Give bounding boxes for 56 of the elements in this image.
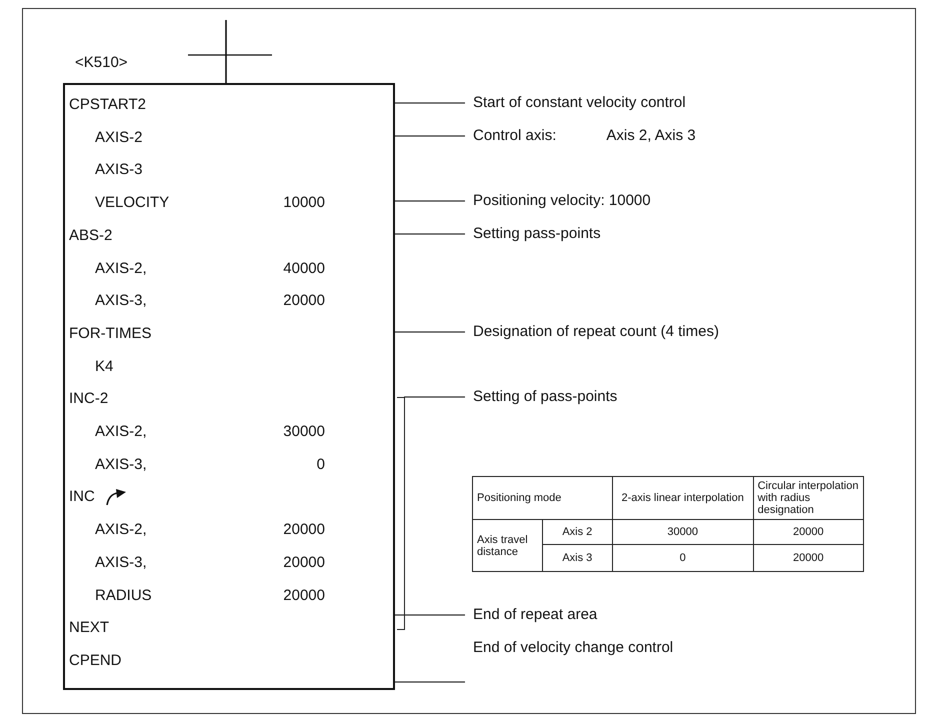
value-text: 40000	[283, 258, 325, 278]
instruction-text: K4	[95, 356, 114, 377]
value-text: 20000	[283, 520, 325, 540]
instruction-text: CPEND	[69, 650, 122, 671]
value-text: 10000	[283, 193, 325, 214]
instruction-text: AXIS-2,	[95, 258, 147, 278]
value-text: 20000	[283, 586, 325, 606]
table-cell: 0	[612, 544, 754, 572]
annotation-text: Setting pass-points	[473, 225, 601, 242]
row-header-cell: Axis 3	[542, 544, 612, 572]
annotation-text: Designation of repeat count (4 times)	[473, 323, 719, 340]
table-cell: 30000	[612, 520, 754, 544]
instruction-text: AXIS-3	[95, 160, 143, 180]
annotation-value: Axis 2, Axis 3	[606, 127, 696, 144]
instruction-text: FOR-TIMES	[69, 324, 152, 344]
leader-line	[394, 681, 465, 683]
leader-line	[394, 102, 465, 104]
annotation-text: End of velocity change control	[473, 639, 674, 656]
annotation-text: Setting of pass-points	[473, 388, 618, 405]
annotation-text: Positioning velocity: 10000	[473, 192, 651, 209]
program-box	[63, 83, 395, 690]
table-cell: 20000	[753, 544, 864, 572]
leader-line	[394, 200, 465, 202]
header-cell: 2-axis linear interpolation	[612, 476, 754, 520]
value-text: 0	[316, 454, 325, 475]
leader-line	[394, 135, 465, 137]
header-cell: Positioning mode	[472, 476, 612, 520]
leader-line	[394, 614, 465, 616]
instruction-text: ABS-2	[69, 226, 112, 246]
bracket	[397, 397, 405, 630]
leader-line	[404, 396, 465, 398]
program-label: <K510>	[75, 53, 128, 73]
instruction-text: RADIUS	[95, 586, 152, 606]
value-text: 30000	[283, 422, 325, 442]
value-text: 20000	[283, 552, 325, 573]
instruction-text: CPSTART2	[69, 95, 146, 115]
instruction-text: AXIS-2	[95, 128, 143, 148]
leader-line	[394, 331, 465, 333]
value-text: 20000	[283, 291, 325, 312]
instruction-text: VELOCITY	[95, 193, 170, 214]
annotation-text: Start of constant velocity control	[473, 94, 686, 111]
annotation-text: Control axis:	[473, 127, 556, 144]
instruction-text: NEXT	[69, 618, 110, 638]
instruction-text: AXIS-2,	[95, 422, 147, 442]
table-cell: 20000	[753, 520, 864, 544]
row-header-cell: Axis travel distance	[472, 520, 542, 572]
instruction-text: INC-2	[69, 389, 108, 410]
instruction-text: AXIS-3,	[95, 291, 147, 312]
leader-line	[394, 233, 465, 235]
instruction-text: AXIS-2,	[95, 520, 147, 540]
header-cell: Circular interpolation with radius designation	[753, 476, 864, 520]
instruction-text: AXIS-3,	[95, 552, 147, 573]
instruction-text: INC	[69, 487, 95, 508]
annotation-text: End of repeat area	[473, 606, 598, 623]
row-header-cell: Axis 2	[542, 520, 612, 544]
instruction-text: AXIS-3,	[95, 454, 147, 475]
